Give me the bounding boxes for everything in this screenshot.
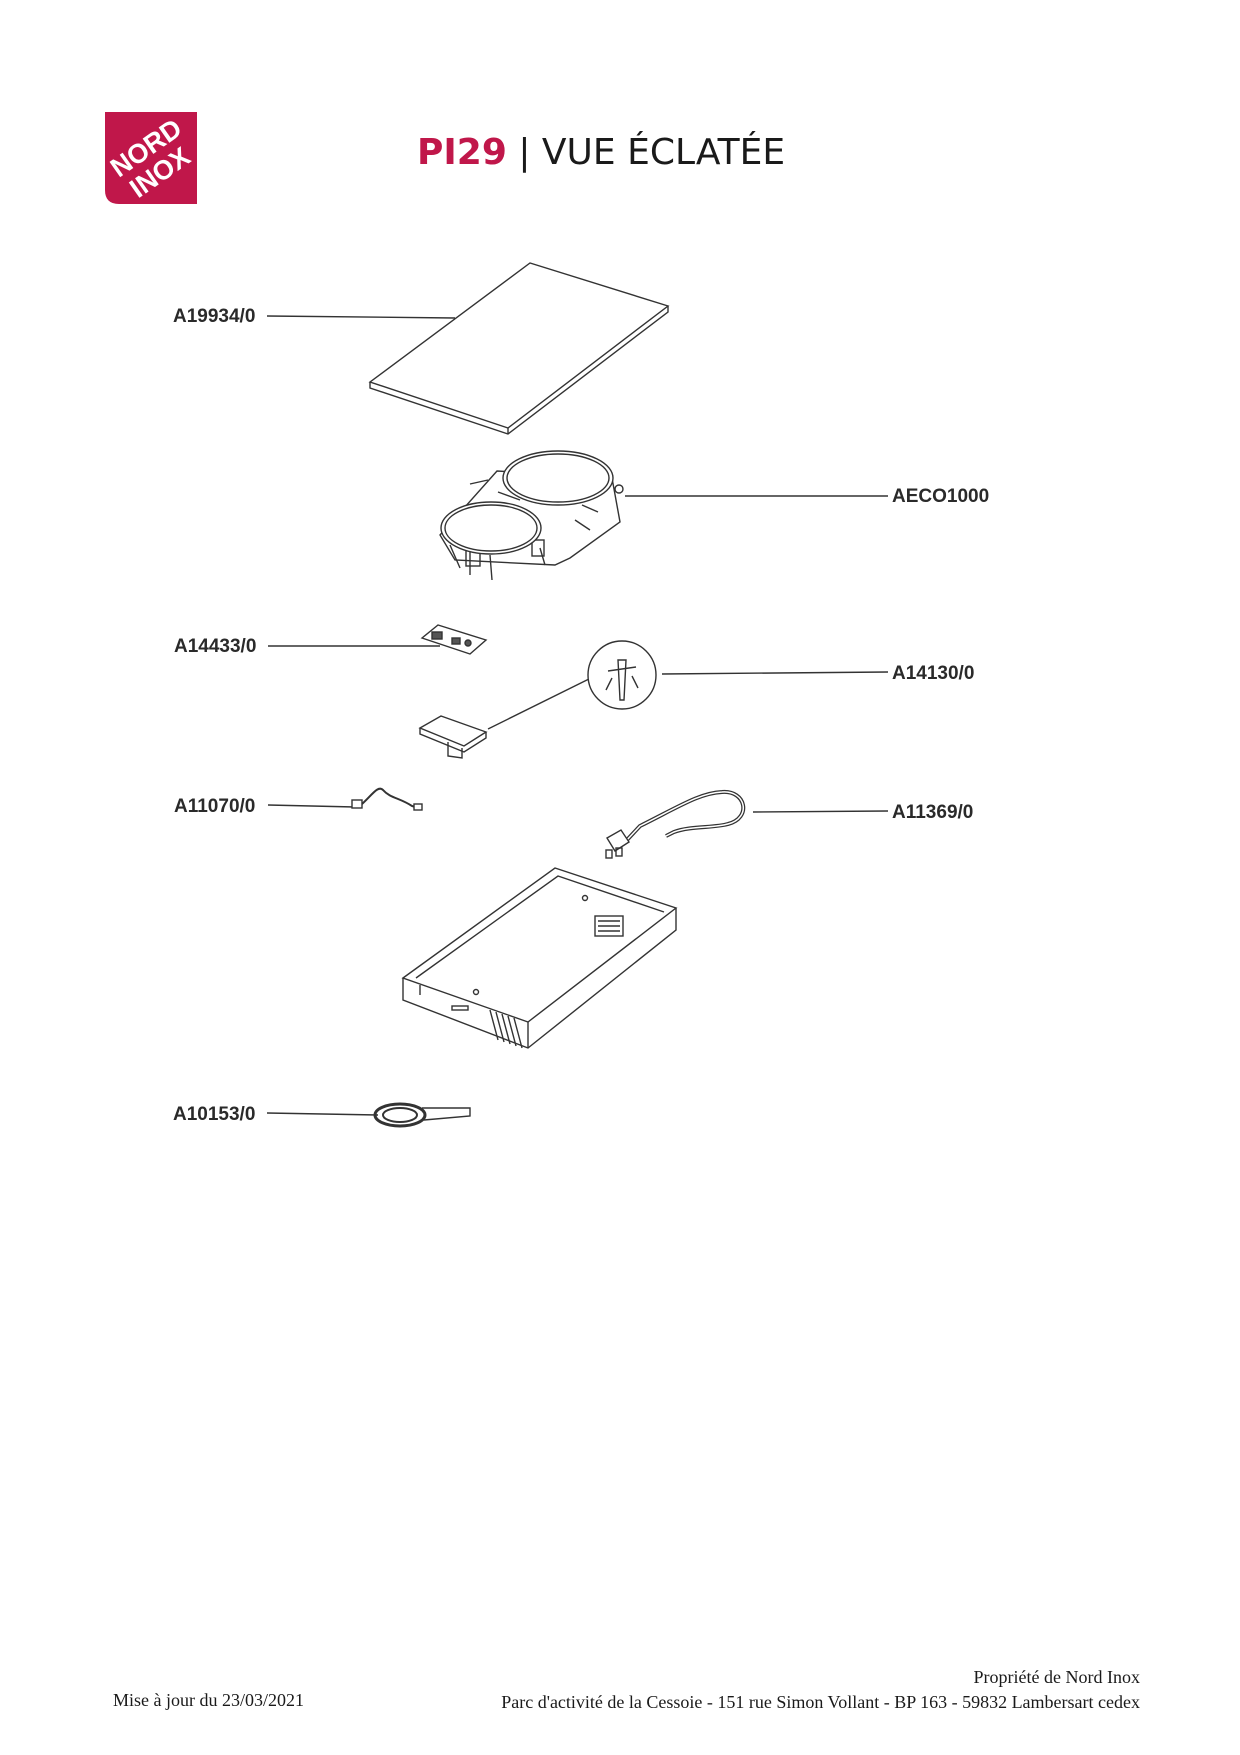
part-label-clip: A14130/0 [892,663,974,684]
detail-connector-line [487,675,596,730]
title-text: VUE ÉCLATÉE [541,132,786,173]
power-cable [605,789,746,859]
control-board [420,624,488,655]
part-label-gasket-tape: A10153/0 [173,1104,255,1125]
part-label-heating-assembly: AECO1000 [892,486,989,507]
clip-detail [587,640,657,710]
part-labels: A19934/0 AECO1000 A14433/0 A14130/0 A110… [173,306,989,1125]
leader-line-glass-top [266,315,456,319]
gasket-tape-roll [373,1102,471,1128]
update-date: Mise à jour du 23/03/2021 [113,1690,304,1710]
leader-lines [266,315,889,1116]
glass-top-plate [368,262,670,435]
leader-line-power-cable [752,810,889,813]
page-title: PI29 | VUE ÉCLATÉE [417,132,785,173]
nord-inox-logo: NORD INOX [105,112,197,204]
wire-harness [351,787,423,811]
part-label-control-board: A14433/0 [174,636,256,657]
company-footer: Propriété de Nord Inox Parc d'activité d… [501,1665,1140,1715]
address-text: Parc d'activité de la Cessoie - 151 rue … [501,1692,1140,1712]
title-separator: | [506,132,542,173]
leader-line-gasket-tape [266,1112,379,1116]
housing-tray [401,867,678,1049]
part-label-wire-harness: A11070/0 [174,796,255,817]
model-code: PI29 [417,132,507,173]
leader-line-clip [661,671,889,675]
heating-element-assembly [439,450,624,581]
part-label-power-cable: A11369/0 [892,802,973,823]
owner-text: Propriété de Nord Inox [973,1667,1140,1687]
part-label-glass-top: A19934/0 [173,306,255,327]
leader-line-wire-harness [267,804,356,808]
board-bracket [418,715,488,759]
